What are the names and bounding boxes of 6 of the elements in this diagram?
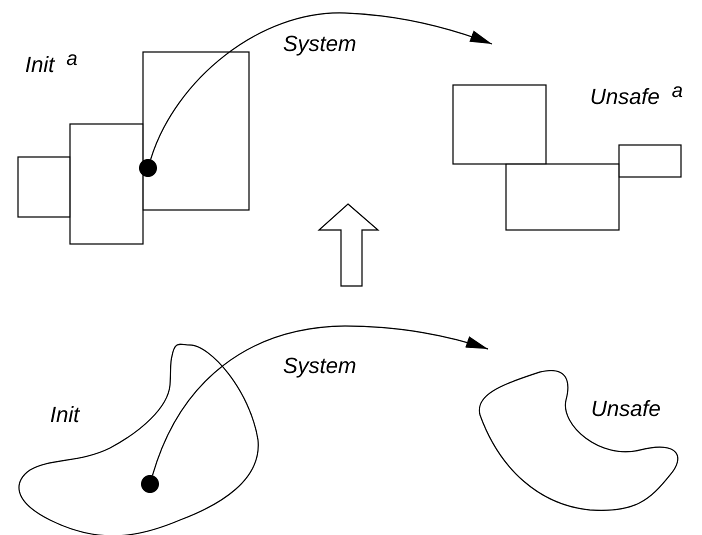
region-label: Init <box>50 402 80 428</box>
dot <box>139 159 157 177</box>
dot <box>141 475 159 493</box>
region-label: Unsafe <box>591 396 661 422</box>
arrow <box>152 325 488 476</box>
arrow <box>150 12 492 160</box>
